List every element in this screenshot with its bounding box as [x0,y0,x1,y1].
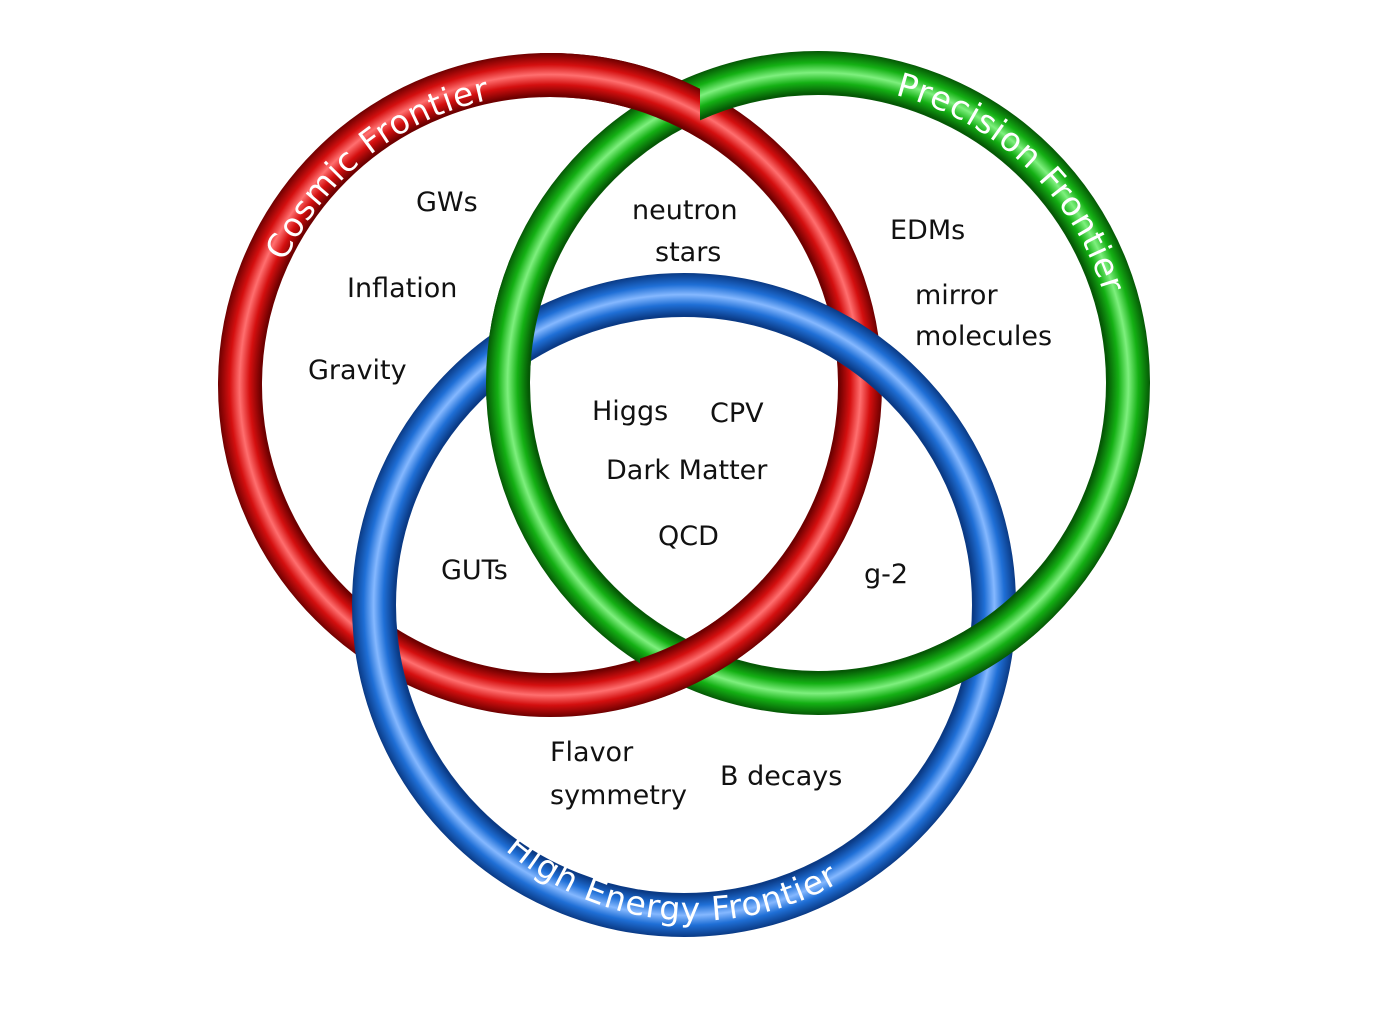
label-inflation: Inflation [347,273,457,304]
label-gws: GWs [416,187,478,218]
label-higgs: Higgs [592,396,668,427]
label-flavor: Flavor [550,737,634,768]
ring-label-cosmic: Cosmic Frontier [257,69,492,265]
label-dark-matter: Dark Matter [606,455,768,486]
crossing-green-over-blue-left [486,260,540,400]
label-b-decays: B decays [720,761,842,792]
label-mirror: mirror [915,280,998,311]
crossing-red-over-green-top [540,53,700,140]
label-neutron: neutron [632,195,738,226]
label-symmetry: symmetry [550,780,687,811]
label-cpv: CPV [710,398,764,429]
ring-label-precision: Precision Frontier [893,65,1134,297]
label-g-2: g-2 [864,559,908,590]
label-guts: GUTs [441,555,508,586]
label-molecules: molecules [915,321,1052,352]
ring-high-energy [352,273,1016,937]
label-edms: EDMs [890,215,965,246]
label-gravity: Gravity [308,355,407,386]
label-stars: stars [655,237,721,268]
label-qcd: QCD [658,521,719,552]
